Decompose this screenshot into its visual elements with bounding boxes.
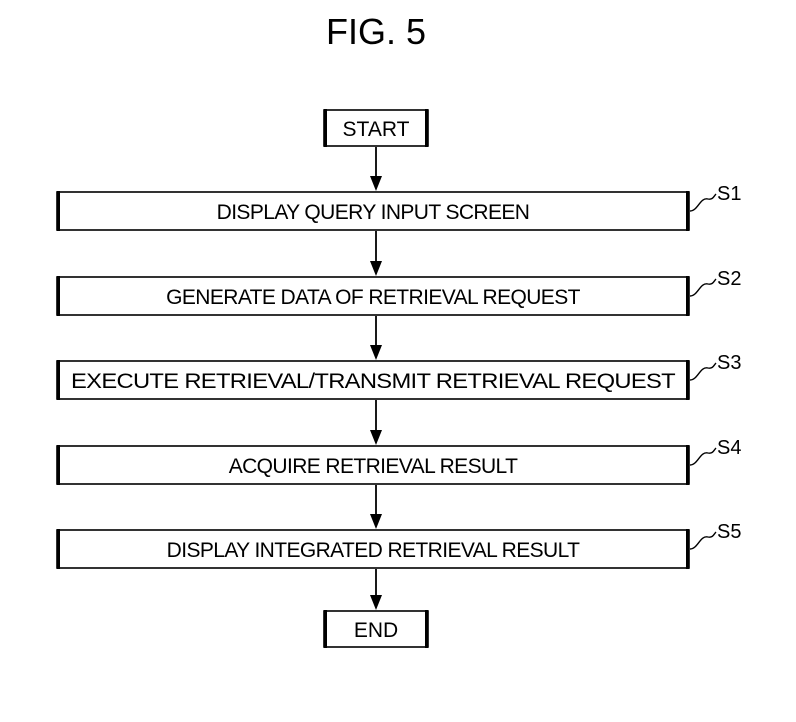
end-label: END: [354, 619, 398, 642]
step-s1-label: S1: [717, 183, 741, 205]
arrow-start-to-s1: [370, 147, 382, 191]
arrow-s3-to-s4: [370, 400, 382, 445]
step-s2-callout: S2: [689, 268, 741, 297]
step-s5-label: S5: [717, 521, 741, 543]
step-s5-callout: S5: [689, 521, 741, 550]
process-step-s4: ACQUIRE RETRIEVAL RESULT: [56, 445, 690, 485]
process-step-s2: GENERATE DATA OF RETRIEVAL REQUEST: [56, 276, 690, 316]
step-s3-label: S3: [717, 352, 741, 374]
step-s2-label: S2: [717, 268, 741, 290]
process-step-s3: EXECUTE RETRIEVAL/TRANSMIT RETRIEVAL REQ…: [56, 360, 690, 400]
step-s4-callout: S4: [689, 437, 741, 466]
step-s1-callout: S1: [689, 183, 741, 212]
step-s5-text: DISPLAY INTEGRATED RETRIEVAL RESULT: [167, 539, 580, 562]
figure-title: FIG. 5: [326, 11, 426, 52]
arrow-s4-to-s5: [370, 485, 382, 529]
step-s1-text: DISPLAY QUERY INPUT SCREEN: [217, 201, 530, 224]
step-s4-label: S4: [717, 437, 741, 459]
step-s2-text: GENERATE DATA OF RETRIEVAL REQUEST: [166, 286, 580, 309]
process-step-s1: DISPLAY QUERY INPUT SCREEN: [56, 191, 690, 231]
step-s4-text: ACQUIRE RETRIEVAL RESULT: [229, 455, 518, 478]
arrow-s1-to-s2: [370, 231, 382, 276]
step-s3-text: EXECUTE RETRIEVAL/TRANSMIT RETRIEVAL REQ…: [71, 370, 676, 393]
arrow-s2-to-s3: [370, 316, 382, 360]
process-step-s5: DISPLAY INTEGRATED RETRIEVAL RESULT: [56, 529, 690, 569]
start-label: START: [343, 118, 410, 141]
start-terminal: START: [323, 109, 429, 147]
step-s3-callout: S3: [689, 352, 741, 381]
end-terminal: END: [323, 610, 429, 648]
arrow-s5-to-end: [370, 569, 382, 610]
